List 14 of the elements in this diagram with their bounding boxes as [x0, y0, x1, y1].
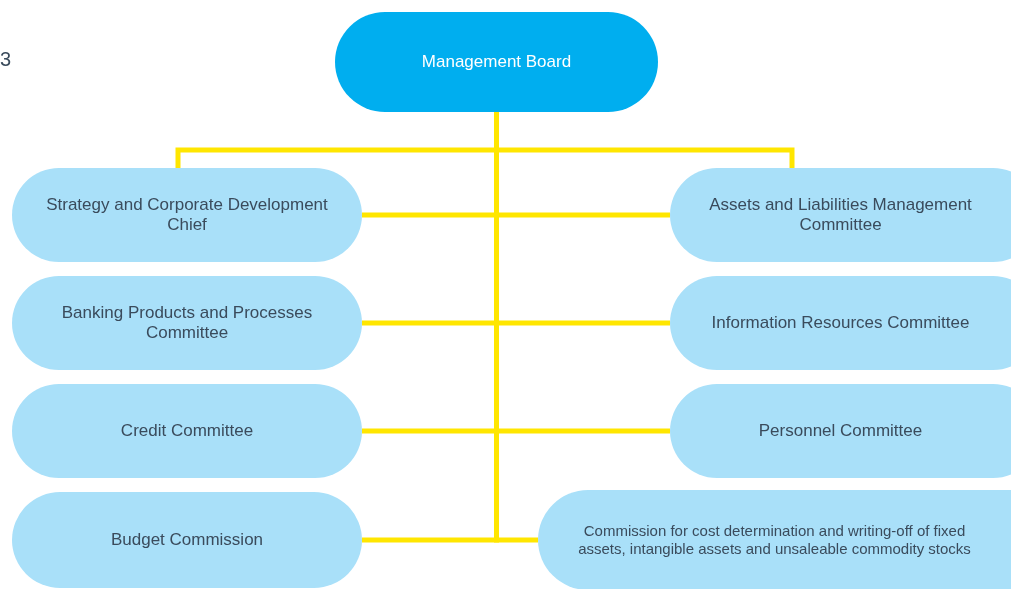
node-label: Information Resources Committee [711, 312, 970, 334]
node-label: Strategy and Corporate Development Chief [45, 194, 329, 236]
committee-pill [670, 168, 1011, 262]
node-label: Commission for cost determination and writing-off of fixed assets, intangible assets and unsaleable commodity stocks [577, 522, 972, 558]
node-label: Personnel Committee [758, 420, 923, 442]
node-label: Banking Products and Processes Committee [60, 302, 314, 344]
node-label: Budget Commission [110, 529, 264, 551]
committee-pill [670, 384, 1011, 478]
committee-pill [538, 490, 1011, 589]
node-label: Credit Committee [120, 420, 254, 442]
node-label: Management Board [421, 51, 572, 73]
page-number: 3 [0, 48, 12, 71]
node-label: Assets and Liabilities Management Committee [708, 194, 973, 236]
committee-pill [670, 276, 1011, 370]
